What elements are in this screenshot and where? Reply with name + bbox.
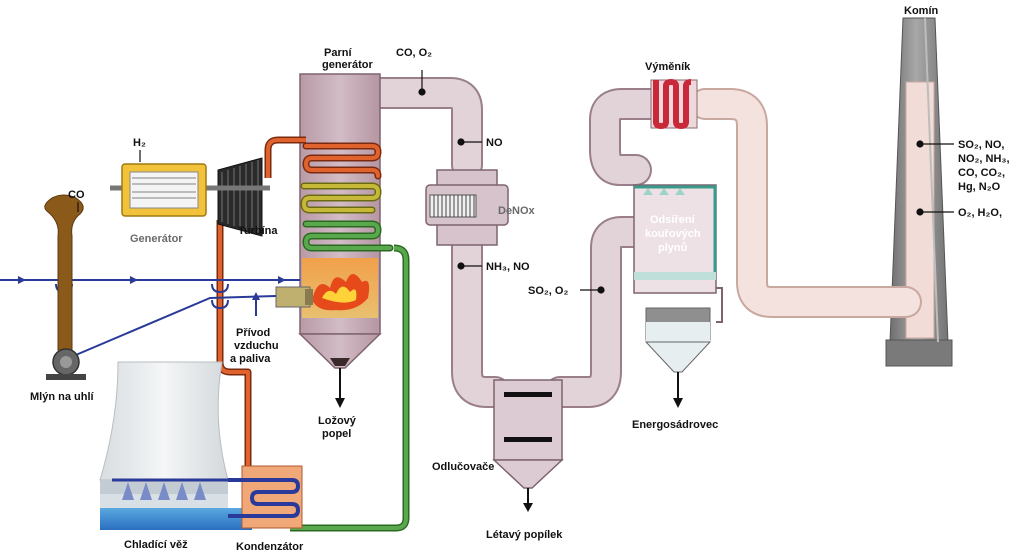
coal-mill bbox=[44, 194, 86, 380]
label-mlyn: Mlýn na uhlí bbox=[30, 391, 95, 403]
denox-reactor bbox=[425, 169, 509, 246]
labels: Komín Výměník Parní generátor CO, O₂ NO … bbox=[30, 5, 1010, 553]
boiler-tube-banks bbox=[300, 142, 394, 252]
label-stack-5: O₂, H₂O, bbox=[958, 207, 1002, 219]
label-vymenik: Výměník bbox=[645, 61, 691, 73]
label-co-o2-top: CO, O₂ bbox=[396, 47, 432, 59]
label-so2-o2: SO₂, O₂ bbox=[528, 285, 568, 297]
dust-separator bbox=[492, 379, 564, 512]
steam-generator bbox=[275, 73, 382, 408]
turbine bbox=[217, 157, 263, 237]
label-odsireni-2: kouřových bbox=[645, 228, 701, 240]
label-odsireni-3: plynů bbox=[658, 242, 687, 254]
label-privod-1: Přívod bbox=[236, 327, 270, 339]
condenser bbox=[228, 465, 303, 529]
label-komin: Komín bbox=[904, 5, 939, 17]
desulfurization-unit bbox=[633, 184, 723, 408]
label-odlucovace: Odlučovače bbox=[432, 461, 494, 473]
label-kondenzator: Kondenzátor bbox=[236, 541, 304, 553]
label-generator: Generátor bbox=[130, 233, 183, 245]
label-h2: H₂ bbox=[133, 137, 146, 149]
generator-unit bbox=[110, 163, 270, 217]
label-odsireni-1: Odsíření bbox=[650, 214, 696, 226]
label-chladici: Chladící věž bbox=[124, 539, 188, 551]
label-co-mill: CO bbox=[68, 189, 85, 201]
label-stack-2: NO₂, NH₃, bbox=[958, 153, 1010, 165]
label-no: NO bbox=[486, 137, 503, 149]
coal-air-lines bbox=[0, 276, 300, 361]
label-denox: DeNOx bbox=[498, 205, 536, 217]
label-parni-1: Parní bbox=[324, 47, 352, 59]
label-energosadrovec: Energosádrovec bbox=[632, 419, 718, 431]
label-stack-1: SO₂, NO, bbox=[958, 139, 1004, 151]
label-turbina: Turbína bbox=[238, 225, 278, 237]
measurement-points bbox=[77, 70, 954, 294]
label-parni-2: generátor bbox=[322, 59, 373, 71]
label-privod-3: a paliva bbox=[230, 353, 271, 365]
label-letavy-popilek: Létavý popílek bbox=[486, 529, 563, 541]
label-lozovy-2: popel bbox=[322, 428, 351, 440]
label-nh3-no: NH₃, NO bbox=[486, 261, 530, 273]
label-privod-2: vzduchu bbox=[234, 340, 279, 352]
label-stack-4: Hg, N₂O bbox=[958, 181, 1001, 193]
label-stack-3: CO, CO₂, bbox=[958, 167, 1005, 179]
heat-exchanger bbox=[650, 78, 698, 130]
flue-gas-ducts bbox=[362, 77, 922, 408]
label-lozovy-1: Ložový bbox=[318, 415, 357, 427]
cooling-tower bbox=[99, 361, 300, 530]
